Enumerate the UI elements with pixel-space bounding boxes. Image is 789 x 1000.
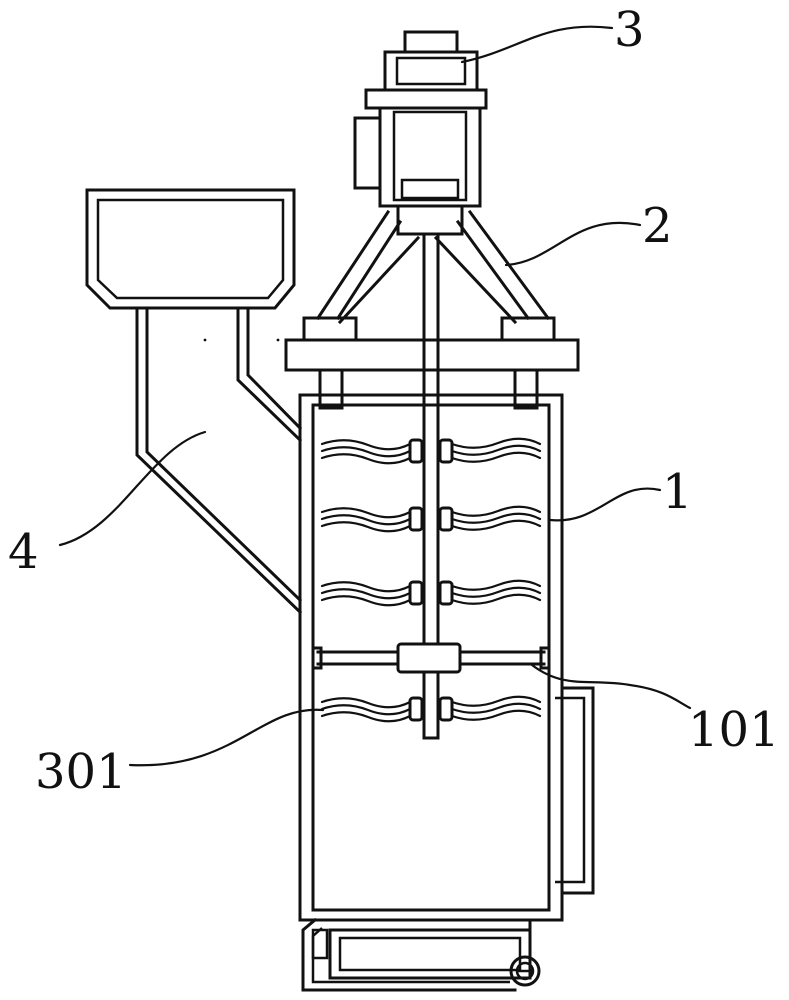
leader-blade xyxy=(128,708,325,767)
feed-pipe-inner xyxy=(145,306,303,603)
base-valve xyxy=(311,928,329,960)
support-frame xyxy=(302,209,556,342)
stirring-shaft xyxy=(422,232,440,740)
side-jacket-inner xyxy=(555,696,586,884)
motor-assembly xyxy=(353,30,488,236)
partition-rod-assembly xyxy=(311,642,551,674)
plate-post-right xyxy=(513,368,539,410)
motor-top-cap xyxy=(403,30,459,54)
feed-hopper xyxy=(85,188,303,615)
base-box-inner xyxy=(338,936,522,972)
motor-body-window xyxy=(400,178,460,200)
label-partition-rod: 101 xyxy=(688,702,780,758)
label-stirring-blade: 301 xyxy=(35,744,127,800)
hopper-outer xyxy=(85,188,296,310)
leader-partition xyxy=(530,663,692,710)
feed-pipe-2-outer xyxy=(236,306,303,443)
leader-tank xyxy=(548,487,662,522)
motor-body-inner xyxy=(392,110,468,202)
frame-foot-right xyxy=(500,316,556,342)
label-feed-hopper: 4 xyxy=(8,524,39,580)
plate-post-left xyxy=(318,368,344,410)
top-plate xyxy=(284,338,580,372)
motor-head-window xyxy=(395,56,467,86)
partition-hub xyxy=(396,642,462,674)
pump-wheel xyxy=(509,955,541,987)
feed-pipe-2-inner xyxy=(246,306,303,431)
leader-frame xyxy=(504,221,642,267)
motor-flange xyxy=(364,88,488,110)
label-support-frame: 2 xyxy=(642,198,673,254)
leader-lines xyxy=(58,25,692,767)
feed-pipe-outer xyxy=(135,306,303,615)
hopper-inner xyxy=(96,198,285,300)
frame-foot-left xyxy=(302,316,358,342)
label-tank: 1 xyxy=(662,464,693,520)
motor-coupling xyxy=(396,204,464,236)
label-motor: 3 xyxy=(614,2,645,58)
base-pipe-outer xyxy=(301,917,517,992)
side-jacket-outer xyxy=(560,686,595,895)
motor-side-box xyxy=(353,116,382,190)
leader-motor xyxy=(460,25,614,64)
base-pipe-inner xyxy=(311,927,510,984)
bottom-base xyxy=(301,917,541,992)
tank-outer-wall xyxy=(298,393,564,922)
leader-hopper xyxy=(58,430,207,547)
stirring-blades xyxy=(320,437,542,723)
